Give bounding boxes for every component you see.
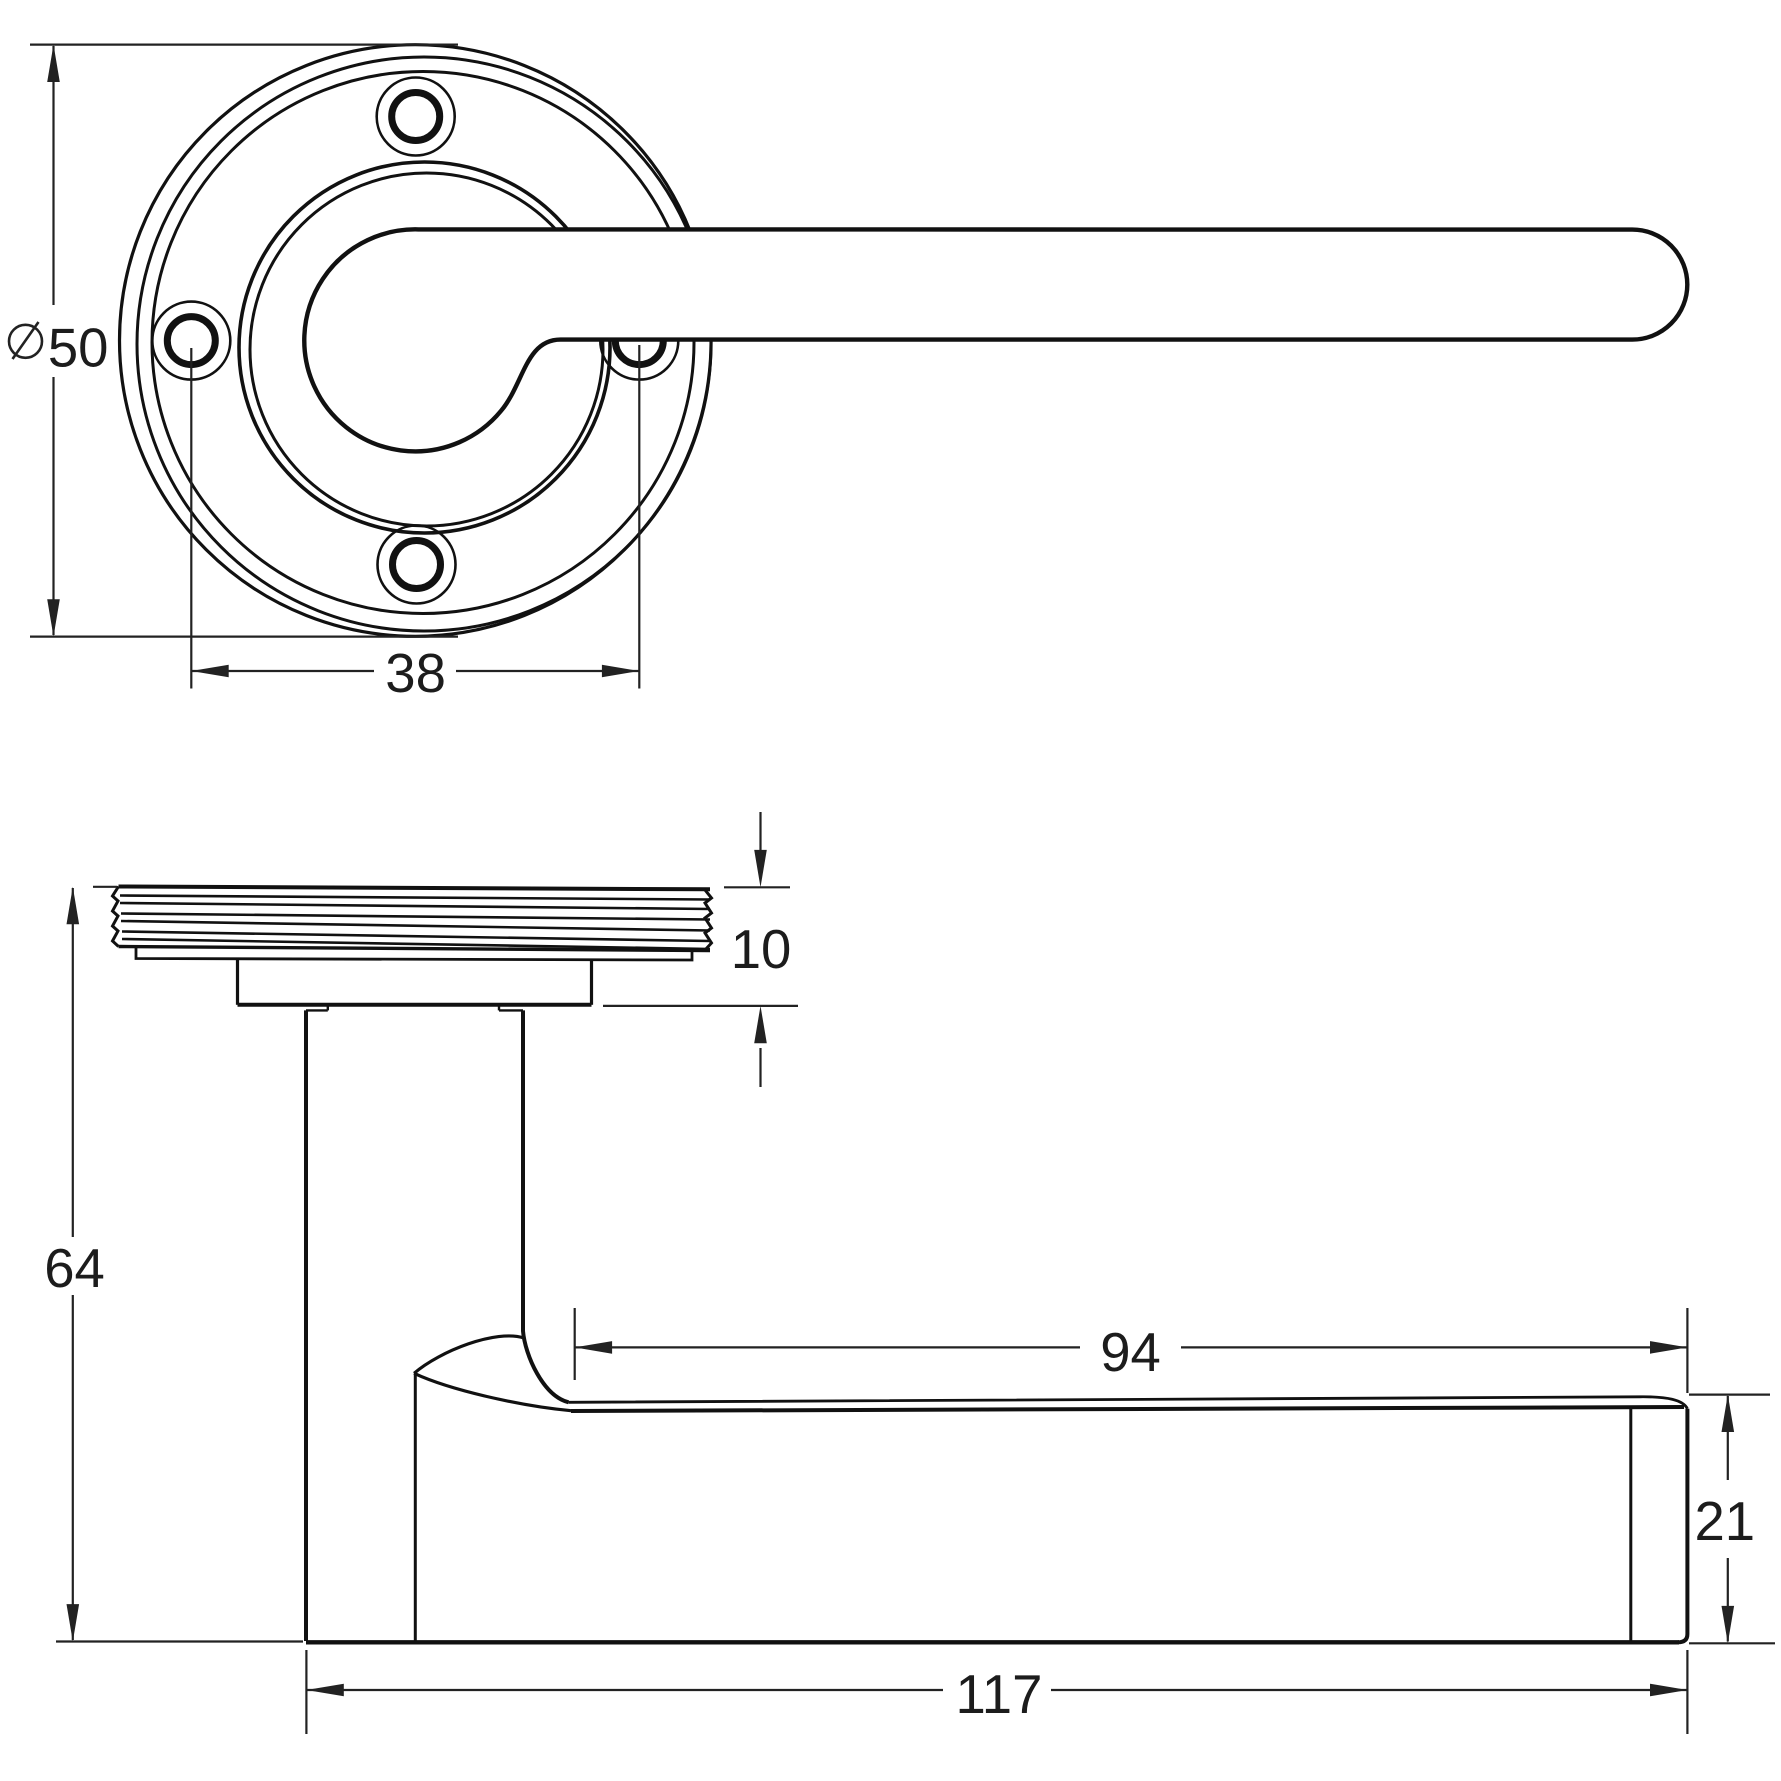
svg-text:10: 10 [731,919,792,980]
svg-text:117: 117 [956,1664,1043,1725]
svg-text:64: 64 [44,1238,105,1299]
svg-text:50: 50 [48,317,109,378]
svg-text:21: 21 [1694,1491,1755,1552]
svg-text:38: 38 [385,643,446,704]
svg-text:94: 94 [1100,1322,1161,1383]
